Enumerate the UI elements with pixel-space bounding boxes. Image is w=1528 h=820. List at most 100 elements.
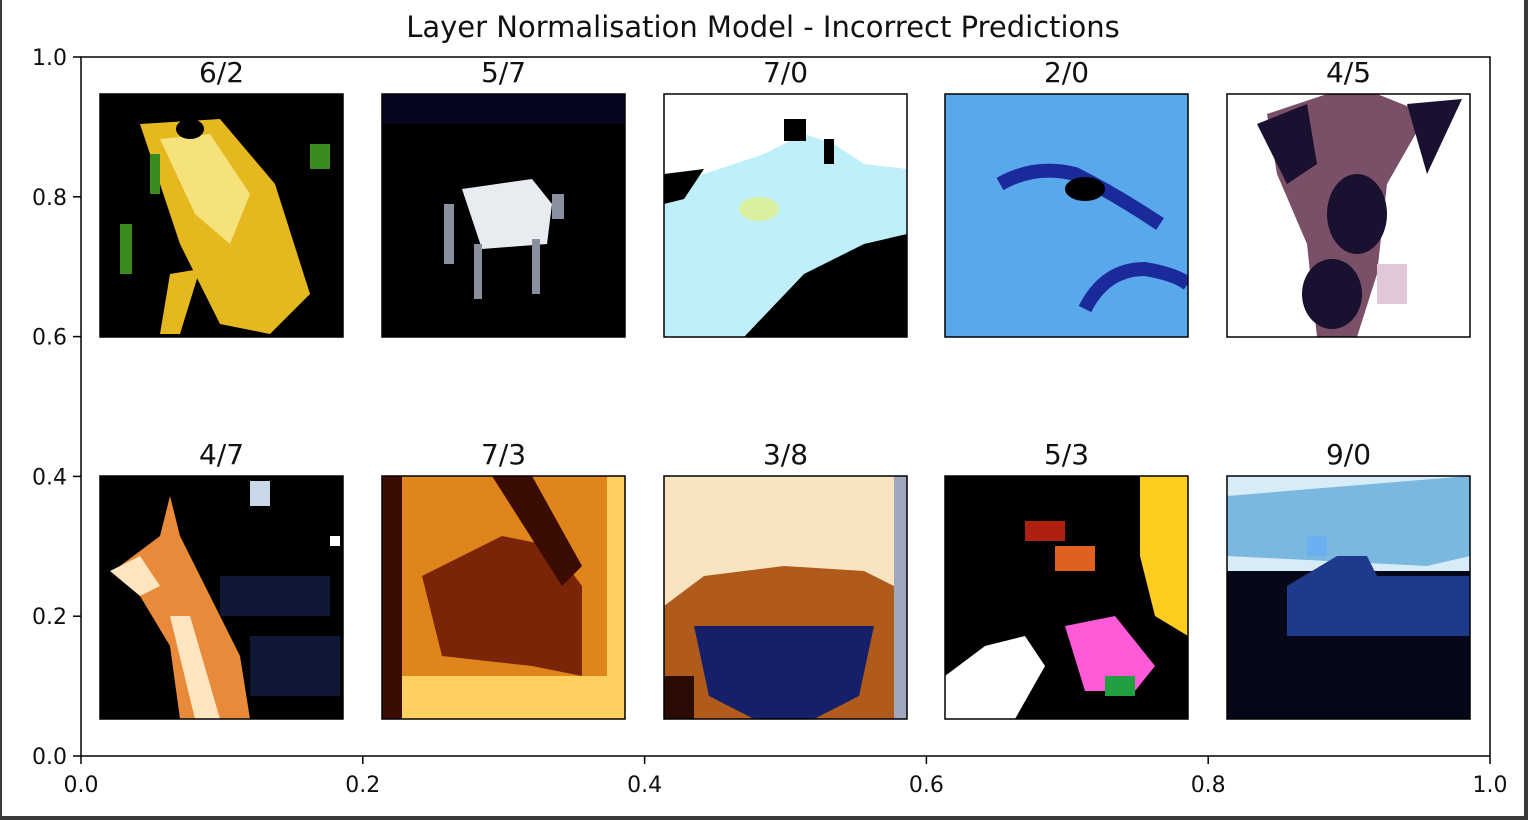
- frog-highlight: [160, 134, 250, 244]
- x-tick-label: 0.2: [345, 773, 380, 798]
- deer-shade: [1327, 174, 1387, 254]
- eye-dark: [784, 119, 806, 141]
- x-tick-label: 0.0: [64, 773, 99, 798]
- prediction-label: 9/0: [1326, 438, 1371, 471]
- panel-border: [99, 93, 344, 338]
- y-tick-label: 0.2: [32, 605, 67, 630]
- x-tick-label: 0.4: [627, 773, 662, 798]
- panel-image: [664, 476, 907, 719]
- wall: [664, 476, 907, 576]
- panel-2: [381, 93, 626, 338]
- deer-neck: [170, 616, 220, 719]
- deer-head: [110, 556, 160, 596]
- panel-border: [944, 93, 1189, 338]
- deer-ear: [1257, 104, 1317, 184]
- bowl: [694, 626, 874, 719]
- bg-spot: [250, 481, 270, 506]
- x-tick-label: 1.0: [1473, 773, 1508, 798]
- sky-band: [382, 94, 625, 124]
- bg-foliage: [250, 636, 340, 696]
- y-tick-label: 0.8: [32, 186, 67, 211]
- tint-patch: [739, 197, 779, 221]
- panel-border: [1226, 93, 1471, 338]
- floor: [402, 676, 607, 719]
- bird-wing: [996, 163, 1164, 230]
- sky-blue: [1227, 476, 1470, 566]
- panel-image: [382, 94, 625, 337]
- panel-border: [381, 475, 626, 720]
- door-frame: [382, 476, 402, 719]
- deer-ear: [1407, 99, 1462, 174]
- panel-image: [1227, 94, 1470, 337]
- panel-3: [663, 93, 908, 338]
- bg-foliage: [220, 576, 330, 616]
- dog-spot: [1025, 521, 1065, 541]
- prediction-label: 5/7: [481, 56, 526, 89]
- panel-image: [382, 476, 625, 719]
- panel-image: [1227, 476, 1470, 719]
- deer-highlight: [1377, 264, 1407, 304]
- panel-7: [381, 475, 626, 720]
- prediction-label: 6/2: [199, 56, 244, 89]
- panel-9: [944, 475, 1189, 720]
- edge: [894, 476, 907, 719]
- horse-leg: [474, 244, 482, 299]
- prediction-label: 4/5: [1326, 56, 1371, 89]
- horse-neck: [492, 476, 582, 586]
- panel-border: [1226, 475, 1471, 720]
- y-tick-label: 1.0: [32, 46, 67, 71]
- prediction-label: 3/8: [763, 438, 808, 471]
- panel-8: [663, 475, 908, 720]
- leaf: [310, 144, 330, 169]
- flower: [1065, 616, 1155, 691]
- prediction-label: 2/0: [1044, 56, 1089, 89]
- prediction-label: 5/3: [1044, 438, 1089, 471]
- truck-cab: [1307, 536, 1327, 556]
- panel-image: [664, 94, 907, 337]
- panel-border: [381, 93, 626, 338]
- panel-image: [945, 476, 1188, 719]
- panel-6: [99, 475, 344, 720]
- y-tick-label: 0.0: [32, 745, 67, 770]
- leaf: [1105, 676, 1135, 696]
- horse-body: [462, 179, 552, 249]
- x-tick-label: 0.8: [1191, 773, 1226, 798]
- prediction-label: 4/7: [199, 438, 244, 471]
- bird-wing-2: [1078, 261, 1188, 313]
- chart-title: Layer Normalisation Model - Incorrect Pr…: [406, 10, 1120, 44]
- white-paws: [945, 636, 1045, 719]
- dark-patch: [664, 169, 704, 204]
- horse-leg: [444, 204, 454, 264]
- panel-border: [663, 475, 908, 720]
- panel-image: [100, 94, 343, 337]
- prediction-label: 7/3: [481, 438, 526, 471]
- horse-leg: [532, 239, 540, 294]
- frog-eye: [176, 119, 204, 139]
- door-frame: [607, 476, 625, 719]
- ear-dark: [824, 139, 834, 164]
- panel-10: [1226, 475, 1471, 720]
- deer-body: [120, 496, 250, 719]
- dog-spot: [1055, 546, 1095, 571]
- horse-head: [552, 194, 564, 219]
- panel-border: [944, 475, 1189, 720]
- panel-5: [1226, 93, 1471, 338]
- bg-spot: [330, 536, 340, 546]
- y-tick-label: 0.4: [32, 465, 67, 490]
- panel-border: [99, 475, 344, 720]
- shadow: [664, 234, 907, 337]
- y-tick-label: 0.6: [32, 326, 67, 351]
- panel-border: [663, 93, 908, 338]
- x-tick-label: 0.6: [909, 773, 944, 798]
- panel-4: [944, 93, 1189, 338]
- panel-1: [99, 93, 344, 338]
- frog-leg: [160, 269, 200, 334]
- shadow: [664, 676, 694, 719]
- leaf: [150, 154, 160, 194]
- prediction-label: 7/0: [763, 56, 808, 89]
- leaf: [120, 224, 132, 274]
- bird-body: [1065, 177, 1105, 201]
- horse-body: [422, 536, 582, 676]
